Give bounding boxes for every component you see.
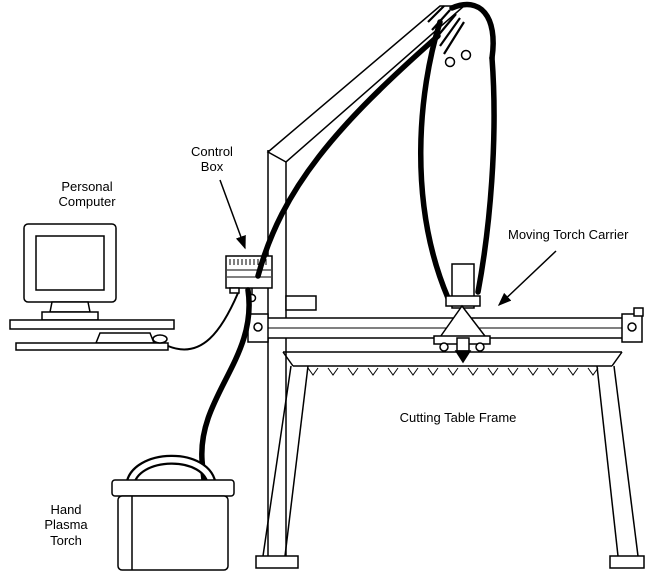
label-arrows bbox=[219, 179, 557, 307]
table-slat-ticks bbox=[307, 367, 599, 376]
personal-computer bbox=[9, 223, 175, 351]
control-box bbox=[225, 255, 273, 303]
cable-apex-loop bbox=[449, 1, 496, 61]
gantry-post bbox=[255, 150, 299, 569]
moving-torch-carrier bbox=[433, 263, 491, 364]
desk-tray bbox=[15, 342, 169, 351]
monitor-screen bbox=[35, 235, 105, 291]
pulley-icon bbox=[460, 49, 472, 61]
cable-to-carrier-left bbox=[418, 19, 451, 301]
label-control-box: Control Box bbox=[191, 144, 233, 175]
cutting-table-frame bbox=[262, 351, 645, 569]
desk-shelf bbox=[9, 319, 175, 330]
label-cutting-table-frame: Cutting Table Frame bbox=[399, 410, 517, 425]
cable-to-control-box bbox=[255, 33, 441, 279]
cable-to-carrier-right bbox=[475, 55, 497, 295]
label-hand-plasma-torch: Hand Plasma Torch bbox=[44, 502, 88, 548]
mouse bbox=[152, 334, 168, 344]
control-box-arrow bbox=[219, 179, 246, 250]
label-moving-torch-carrier: Moving Torch Carrier bbox=[508, 227, 629, 242]
pc-cable bbox=[167, 292, 239, 351]
cables bbox=[199, 1, 497, 491]
torch-tip bbox=[454, 350, 472, 364]
label-personal-computer: Personal Computer bbox=[58, 179, 116, 210]
monitor-base bbox=[41, 311, 99, 321]
keyboard bbox=[94, 332, 156, 344]
case-handle-inner bbox=[127, 457, 215, 487]
torch-carrier-arrow bbox=[497, 250, 557, 307]
hand-plasma-torch-case bbox=[111, 454, 235, 571]
cable-to-hand-torch bbox=[199, 287, 252, 491]
pulley-icon bbox=[444, 56, 456, 68]
monitor-neck bbox=[49, 301, 91, 313]
